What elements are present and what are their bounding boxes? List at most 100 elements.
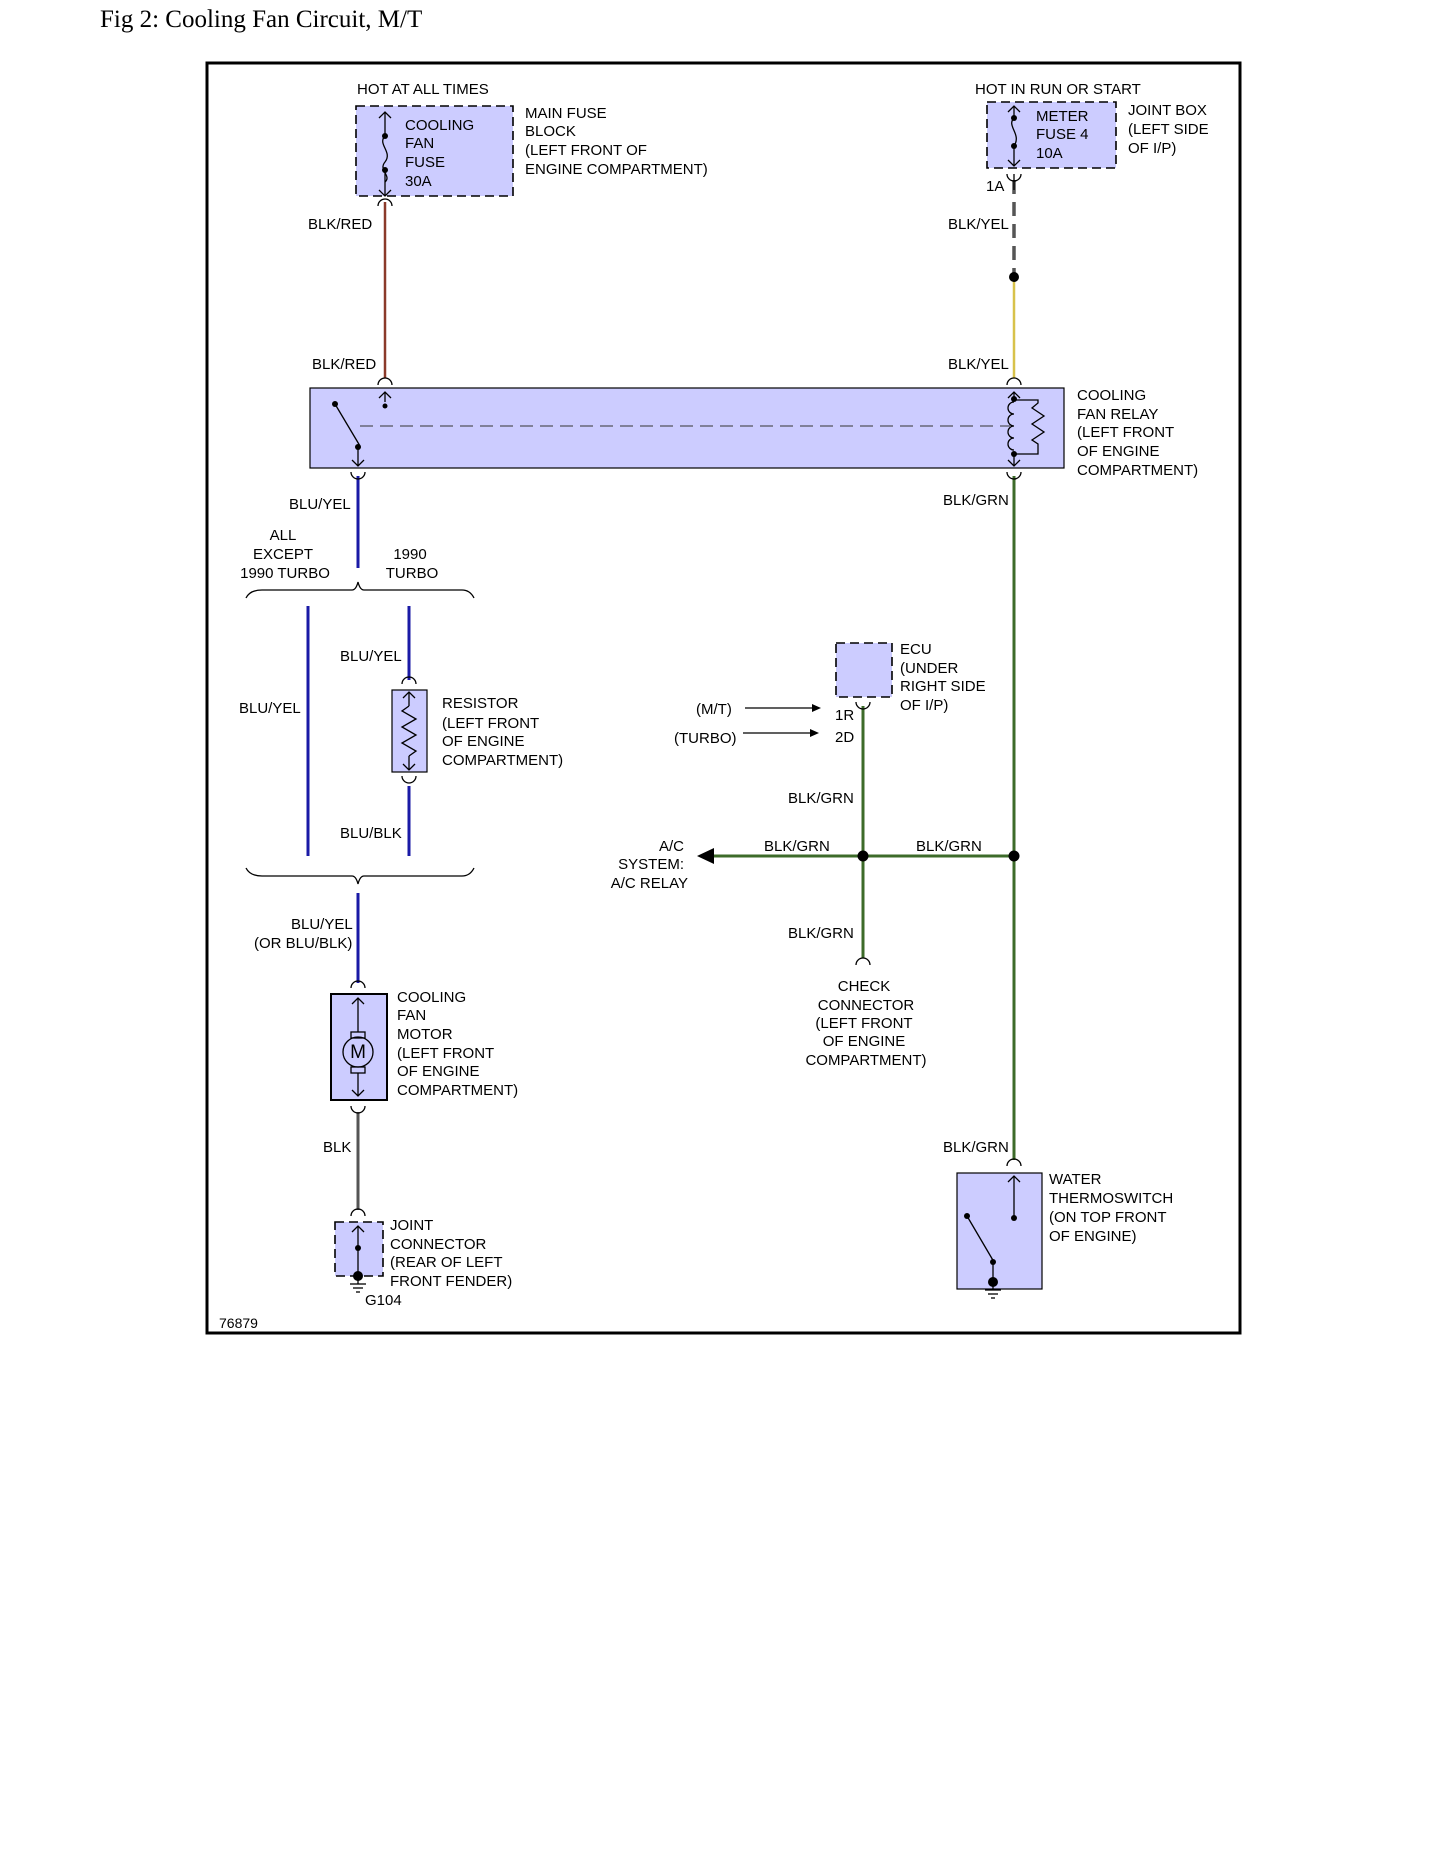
fuse-main-line: FUSE: [405, 154, 445, 171]
relay-label: COMPARTMENT): [1077, 462, 1198, 479]
fuse-main-line: FAN: [405, 135, 434, 152]
meter-fuse-box: [986, 101, 1117, 169]
joint-connector-label: FRONT FENDER): [390, 1273, 512, 1290]
branch-brace-bottom: [245, 867, 475, 885]
motor-label: OF ENGINE: [397, 1063, 480, 1080]
wire-label: BLK/GRN: [788, 790, 854, 807]
branch-label: 1990 TURBO: [240, 565, 330, 582]
ecu-box: [835, 642, 893, 698]
wires: [306, 180, 1016, 1210]
check-connector-label: COMPARTMENT): [805, 1052, 926, 1069]
branch-label: EXCEPT: [253, 546, 313, 563]
joint-connector: [334, 1208, 384, 1293]
wire-label: BLU/YEL: [289, 496, 351, 513]
main-fuse-box: [355, 105, 514, 197]
fuse-meter-location: JOINT BOX: [1128, 102, 1207, 119]
relay-box: [309, 387, 1065, 469]
wire-label: BLK/RED: [312, 356, 376, 373]
thermoswitch-label: (ON TOP FRONT: [1049, 1209, 1167, 1226]
joint-connector-label: CONNECTOR: [390, 1236, 487, 1253]
ecu-input-label: (TURBO): [674, 730, 737, 747]
wire-label: BLK/GRN: [788, 925, 854, 942]
ecu-label: RIGHT SIDE: [900, 678, 986, 695]
pin-label: 2D: [835, 729, 854, 746]
fuse-meter-line: FUSE 4: [1036, 126, 1089, 143]
pin-label: 1A: [986, 178, 1004, 195]
ac-arrow-icon: [697, 848, 714, 864]
pin-label: 1R: [835, 707, 854, 724]
fuse-meter-line: METER: [1036, 108, 1089, 125]
meter-fuse-block: [986, 101, 1117, 190]
splice-dot-ecu: [857, 850, 869, 862]
motor-label: FAN: [397, 1007, 426, 1024]
motor-label: (LEFT FRONT: [397, 1045, 494, 1062]
relay-resistor-icon: [1014, 399, 1046, 455]
hot-at-all-times-label: HOT AT ALL TIMES: [357, 81, 489, 98]
resistor-label: OF ENGINE: [442, 733, 525, 750]
wire-label: BLU/YEL: [340, 648, 402, 665]
wire-label: BLK/GRN: [764, 838, 830, 855]
ecu-input-label: (M/T): [696, 701, 732, 718]
check-connector-icon: [855, 957, 871, 966]
ac-label: A/C RELAY: [611, 875, 688, 892]
page-title: Fig 2: Cooling Fan Circuit, M/T: [100, 6, 423, 33]
relay-label: COOLING: [1077, 387, 1146, 404]
splice-dot: [1009, 272, 1019, 282]
branch-brace-top: [245, 581, 475, 599]
resistor-icon: [400, 705, 418, 757]
thermoswitch-box: [956, 1172, 1043, 1290]
branch-label: ALL: [270, 527, 297, 544]
branch-label: 1990: [393, 546, 426, 563]
signal-arrow-icon: [810, 729, 819, 737]
fuse-meter-location: OF I/P): [1128, 140, 1176, 157]
labels: HOT AT ALL TIMES HOT IN RUN OR START COO…: [219, 81, 1209, 1331]
thermoswitch-label: OF ENGINE): [1049, 1228, 1137, 1245]
fuse-meter-location: (LEFT SIDE: [1128, 121, 1209, 138]
wire-label: BLK/RED: [308, 216, 372, 233]
branch-label: TURBO: [386, 565, 439, 582]
fuse-main-location: MAIN FUSE: [525, 105, 607, 122]
fuse-main-location: (LEFT FRONT OF: [525, 142, 647, 159]
relay-label: (LEFT FRONT: [1077, 424, 1174, 441]
check-connector-label: CHECK: [838, 978, 891, 995]
ecu: [743, 642, 893, 737]
fuse-meter-line: 10A: [1036, 145, 1063, 162]
check-connector-label: OF ENGINE: [823, 1033, 906, 1050]
wire-label: BLK/YEL: [948, 216, 1009, 233]
connector-icon: [377, 198, 393, 207]
resistor-label: RESISTOR: [442, 695, 519, 712]
wire-label: BLK: [323, 1139, 351, 1156]
figure-number: 76879: [219, 1315, 258, 1331]
motor-label: COOLING: [397, 989, 466, 1006]
main-fuse-block: [355, 105, 514, 197]
wire-label: BLK/YEL: [948, 356, 1009, 373]
diagram-frame: [205, 61, 1242, 1335]
water-thermoswitch: [956, 1158, 1043, 1299]
relay-label: OF ENGINE: [1077, 443, 1160, 460]
fuse-icon: [1011, 117, 1017, 147]
cooling-fan-relay: [309, 377, 1065, 480]
thermoswitch-label: WATER: [1049, 1171, 1102, 1188]
ecu-label: (UNDER: [900, 660, 958, 677]
fuse-main-line: COOLING: [405, 117, 474, 134]
switch-blade-icon: [334, 403, 361, 447]
wire-label: BLU/BLK: [340, 825, 402, 842]
wire-label: BLU/YEL: [291, 916, 353, 933]
resistor: [391, 676, 428, 784]
joint-connector-label: JOINT: [390, 1217, 433, 1234]
ground-label: G104: [365, 1292, 402, 1309]
fuse-main-line: 30A: [405, 173, 432, 190]
ac-label: SYSTEM:: [618, 856, 684, 873]
check-connector-label: CONNECTOR: [818, 997, 915, 1014]
thermoswitch-label: THERMOSWITCH: [1049, 1190, 1173, 1207]
signal-arrow-icon: [812, 704, 821, 712]
cooling-fan-motor: [330, 980, 388, 1114]
wire-label: (OR BLU/BLK): [254, 935, 352, 952]
resistor-label: (LEFT FRONT: [442, 715, 539, 732]
switch-blade-icon: [966, 1215, 995, 1263]
ecu-label: OF I/P): [900, 697, 948, 714]
check-connector-label: (LEFT FRONT: [815, 1015, 912, 1032]
splice-dot-main: [1008, 850, 1020, 862]
wire-label: BLK/GRN: [943, 1139, 1009, 1156]
